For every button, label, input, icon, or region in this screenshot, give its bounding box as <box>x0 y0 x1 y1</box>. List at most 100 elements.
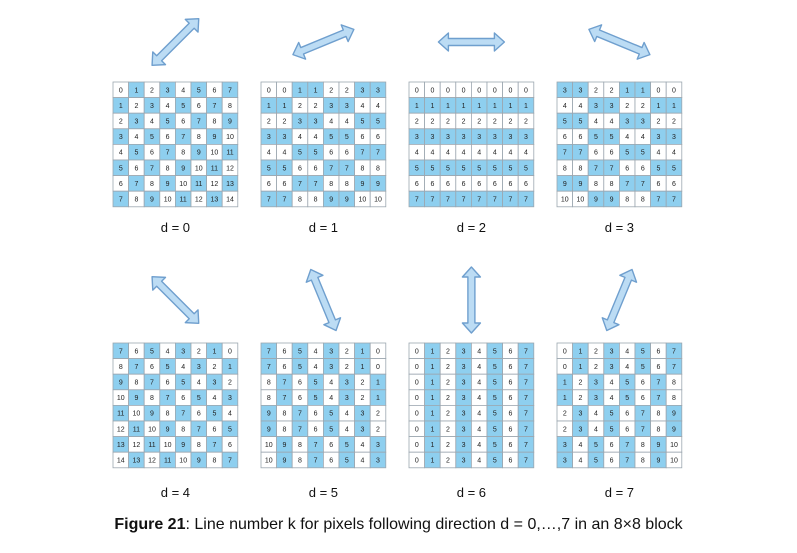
cell-value: 3 <box>462 395 466 402</box>
cell-value: 4 <box>563 103 567 110</box>
cell-value: 1 <box>672 103 676 110</box>
cell-value: 5 <box>493 348 497 355</box>
cell-value: 7 <box>656 380 660 387</box>
cell-value: 2 <box>119 119 123 126</box>
cell-value: 7 <box>524 380 528 387</box>
cell-value: 6 <box>656 364 660 371</box>
cell-value: 6 <box>563 134 567 141</box>
cell-value: 4 <box>625 134 629 141</box>
cell-value: 6 <box>314 426 318 433</box>
cell-value: 6 <box>314 411 318 418</box>
cell-value: 3 <box>329 348 333 355</box>
cell-value: 2 <box>477 119 481 126</box>
cell-value: 4 <box>228 411 232 418</box>
cell-value: 5 <box>166 364 170 371</box>
cell-value: 9 <box>610 197 614 204</box>
cell-value: 0 <box>376 348 380 355</box>
cell-value: 7 <box>314 458 318 465</box>
cell-value: 3 <box>656 134 660 141</box>
cell-value: 7 <box>672 364 676 371</box>
cell-value: 6 <box>446 181 450 188</box>
cell-value: 4 <box>610 380 614 387</box>
cell-value: 7 <box>641 181 645 188</box>
cell-value: 7 <box>610 165 614 172</box>
cell-value: 14 <box>226 197 234 204</box>
cell-value: 8 <box>166 165 170 172</box>
cell-value: 1 <box>563 395 567 402</box>
cell-value: 4 <box>197 380 201 387</box>
cell-value: 2 <box>524 119 528 126</box>
cell-value: 8 <box>119 364 123 371</box>
cell-value: 6 <box>360 134 364 141</box>
cell-value: 5 <box>446 165 450 172</box>
grid-cell <box>221 190 239 208</box>
cell-value: 2 <box>508 119 512 126</box>
cell-value: 7 <box>329 165 333 172</box>
cell-value: 7 <box>282 395 286 402</box>
cell-value: 4 <box>508 150 512 157</box>
cell-value: 7 <box>625 181 629 188</box>
cell-value: 8 <box>298 197 302 204</box>
cell-value: 8 <box>228 103 232 110</box>
cell-value: 5 <box>314 150 318 157</box>
cell-value: 9 <box>282 442 286 449</box>
cell-value: 3 <box>563 87 567 94</box>
cell-value: 9 <box>672 411 676 418</box>
cell-value: 2 <box>197 348 201 355</box>
cell-value: 6 <box>150 364 154 371</box>
cell-value: 12 <box>226 165 234 172</box>
cell-value: 9 <box>656 458 660 465</box>
cell-value: 7 <box>166 395 170 402</box>
cell-value: 5 <box>578 119 582 126</box>
direction-arrow-2 <box>437 32 506 52</box>
cell-value: 7 <box>314 181 318 188</box>
cell-value: 3 <box>594 380 598 387</box>
cell-value: 5 <box>477 165 481 172</box>
cell-value: 6 <box>267 181 271 188</box>
cell-value: 7 <box>524 426 528 433</box>
cell-value: 7 <box>563 150 567 157</box>
grid-cell <box>221 451 239 469</box>
cell-value: 9 <box>329 197 333 204</box>
cell-value: 6 <box>282 348 286 355</box>
cell-value: 2 <box>446 458 450 465</box>
cell-value: 6 <box>197 103 201 110</box>
cell-value: 5 <box>298 348 302 355</box>
cell-value: 2 <box>415 119 419 126</box>
cell-value: 12 <box>211 181 219 188</box>
cell-value: 6 <box>282 181 286 188</box>
cell-value: 0 <box>563 348 567 355</box>
cell-value: 1 <box>430 442 434 449</box>
cell-value: 3 <box>446 134 450 141</box>
cell-value: 7 <box>150 165 154 172</box>
cell-value: 2 <box>267 119 271 126</box>
cell-value: 6 <box>181 119 185 126</box>
cell-value: 6 <box>345 150 349 157</box>
caption-text: : Line number k for pixels following dir… <box>185 516 683 533</box>
cell-value: 4 <box>282 150 286 157</box>
cell-value: 10 <box>670 442 678 449</box>
cell-value: 6 <box>672 181 676 188</box>
cell-value: 4 <box>462 150 466 157</box>
cell-value: 10 <box>117 395 125 402</box>
cell-value: 2 <box>446 364 450 371</box>
cell-value: 3 <box>578 426 582 433</box>
cell-value: 2 <box>578 395 582 402</box>
cell-value: 11 <box>226 150 233 157</box>
cell-value: 5 <box>610 134 614 141</box>
cell-value: 3 <box>267 134 271 141</box>
cell-value: 0 <box>508 87 512 94</box>
cell-value: 3 <box>119 134 123 141</box>
cell-value: 7 <box>524 197 528 204</box>
cell-value: 3 <box>228 395 232 402</box>
direction-label: d = 7 <box>605 485 634 500</box>
cell-value: 8 <box>181 426 185 433</box>
cell-value: 1 <box>298 87 302 94</box>
cell-value: 2 <box>446 426 450 433</box>
grid-cell <box>369 451 387 469</box>
cell-value: 7 <box>197 426 201 433</box>
cell-value: 1 <box>430 348 434 355</box>
